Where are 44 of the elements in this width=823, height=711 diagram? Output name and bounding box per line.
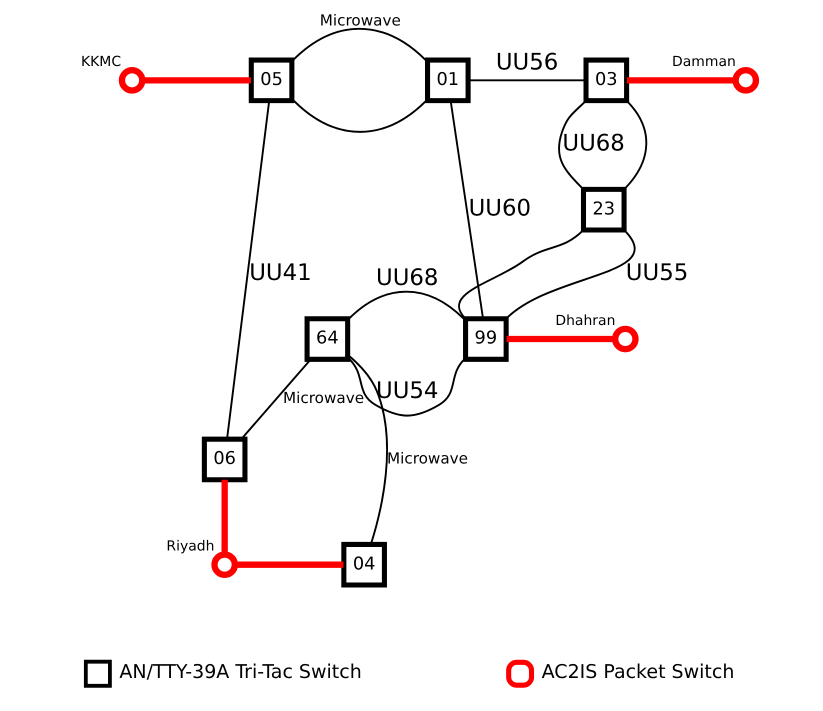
node-label: Damman [672,54,736,70]
node-circle [732,67,759,94]
connector [221,480,228,554]
connector [348,290,464,320]
edge-label: Microwave [386,449,468,468]
node-label: KKMC [80,54,121,70]
edge-label: UU55 [625,260,688,286]
edge-label: Microwave [319,11,400,30]
connector [505,229,635,320]
node-label: Riyadh [166,538,214,555]
node-circle [118,67,145,94]
connector [226,100,270,440]
connector [347,354,388,544]
node-box: 99 [462,316,508,362]
connector [458,229,584,320]
node-box: 06 [201,436,247,482]
node-box: 03 [583,58,629,104]
edge-label: UU68 [562,130,624,157]
edge-label: UU54 [376,378,438,404]
node-box: 04 [340,542,386,588]
connector [292,100,426,133]
connector [234,562,343,568]
connector [506,336,615,342]
connector [292,28,426,61]
node-box: 05 [248,58,294,104]
node-circle [612,326,638,352]
node-box: 23 [580,186,626,232]
edge-label: Microwave [282,389,364,408]
node-box: 01 [424,58,470,104]
connector [626,77,736,84]
connector [348,358,465,417]
connector [240,359,311,440]
connector [622,100,647,190]
node-box: 64 [304,316,350,362]
node-label: Dhahran [554,312,615,329]
legend-label: AN/TTY-39A Tri-Tac Switch [118,661,362,684]
edge-label: UU56 [495,49,558,76]
connector [449,100,484,319]
edge-label: UU68 [376,265,438,292]
edge-label: UU41 [248,260,312,286]
legend-label: AC2IS Packet Switch [541,661,734,684]
edge-label: UU60 [468,195,531,222]
connector [558,100,586,190]
connector [468,79,586,82]
